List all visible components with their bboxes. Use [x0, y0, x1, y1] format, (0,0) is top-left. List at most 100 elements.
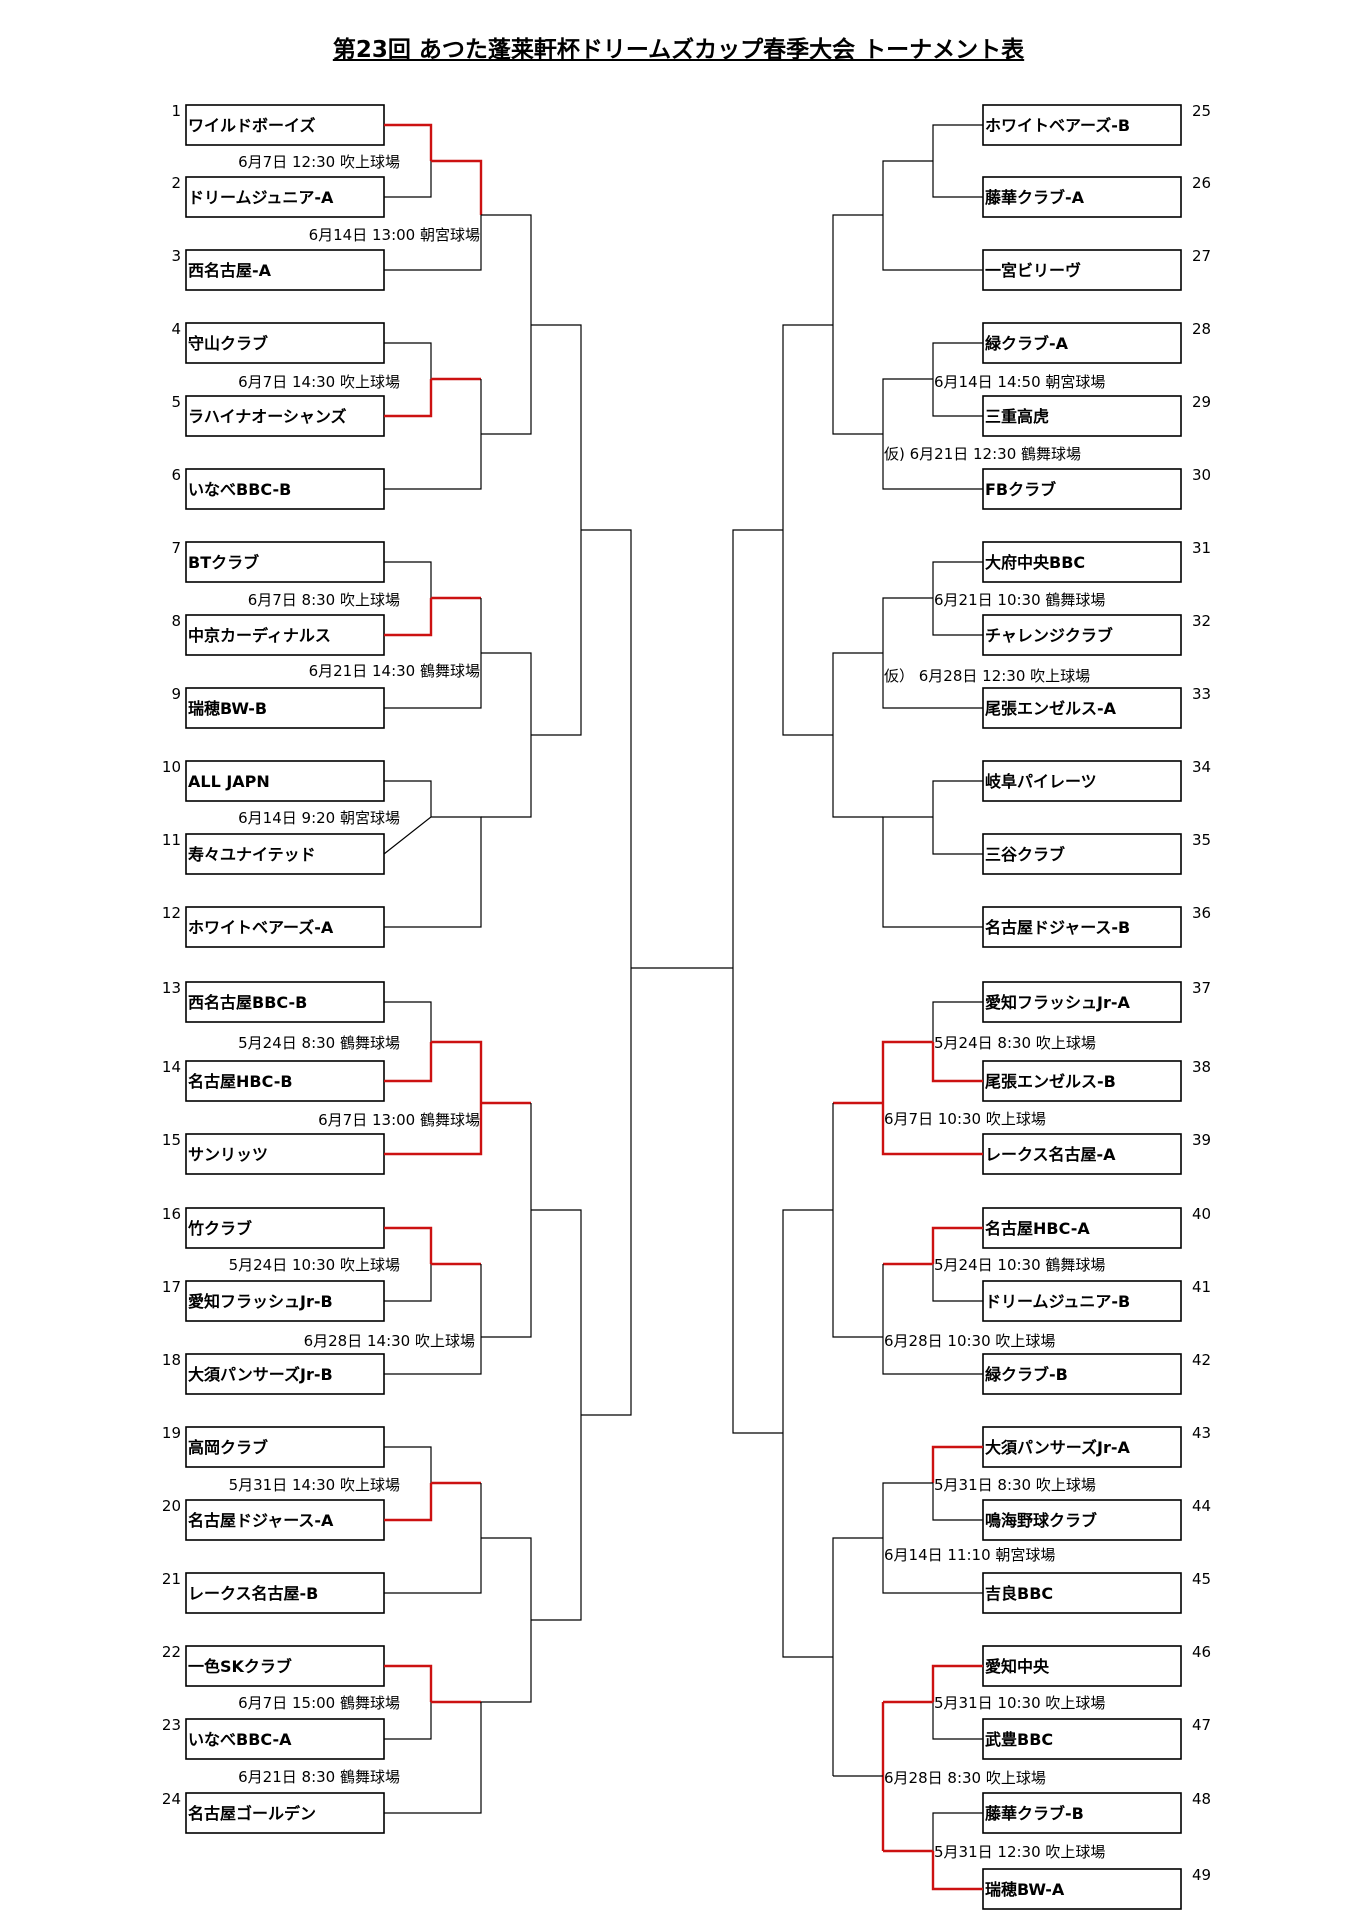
match-schedule-label: 6月28日 10:30 吹上球場 [884, 1332, 1055, 1350]
team-box [982, 1060, 1182, 1102]
seed-number: 40 [1192, 1205, 1211, 1223]
team-box [982, 906, 1182, 948]
seed-number: 45 [1192, 1570, 1211, 1588]
team-name: いなべBBC-B [188, 480, 291, 499]
bracket-line [384, 434, 482, 490]
team-entry: 名古屋HBC-A40 [982, 1205, 1211, 1249]
match-schedule-label: 6月21日 10:30 鶴舞球場 [934, 591, 1105, 609]
bracket-line [384, 1664, 433, 1702]
bracket-line [881, 1040, 983, 1156]
team-name: 緑クラブ-A [985, 334, 1069, 353]
team-name: 愛知フラッシュJr-A [985, 993, 1130, 1012]
team-entry: 愛知フラッシュJr-A37 [982, 979, 1211, 1023]
bracket-line [931, 1851, 983, 1891]
bracket-line [782, 324, 833, 736]
team-name: いなべBBC-A [188, 1730, 292, 1749]
team-box [982, 1645, 1182, 1687]
team-name: FBクラブ [985, 480, 1056, 499]
bracket-line [832, 1537, 883, 1776]
match-schedule-label: 6月28日 14:30 吹上球場 [304, 1332, 475, 1350]
seed-number: 7 [171, 539, 181, 557]
bracket-line [531, 324, 582, 736]
team-name: 大府中央BBC [985, 553, 1085, 572]
bracket-line [581, 529, 632, 1416]
team-entry: 瑞穂BW-B9 [171, 685, 385, 729]
bracket-line [832, 214, 883, 435]
team-entry: 名古屋ドジャース-A20 [162, 1497, 385, 1541]
team-entry: 緑クラブ-A28 [982, 320, 1211, 364]
seed-number: 14 [162, 1058, 181, 1076]
team-box [185, 395, 385, 437]
team-name: 竹クラブ [187, 1219, 252, 1238]
bracket-line [384, 1702, 432, 1740]
team-box [185, 981, 385, 1023]
team-name: ALL JAPN [188, 772, 270, 791]
seed-number: 25 [1192, 102, 1211, 120]
team-box [185, 760, 385, 802]
seed-number: 36 [1192, 904, 1211, 922]
seed-number: 43 [1192, 1424, 1211, 1442]
seed-number: 3 [171, 247, 181, 265]
bracket-line [384, 1702, 482, 1814]
team-box [185, 468, 385, 510]
match-schedule-label: 5月24日 8:30 吹上球場 [934, 1034, 1096, 1052]
team-entry: 武豊BBC 47 [982, 1716, 1211, 1760]
seed-number: 12 [162, 904, 181, 922]
team-name: 守山クラブ [188, 334, 268, 353]
team-name: ホワイトベアーズ-B [985, 116, 1130, 135]
bracket-line [431, 159, 483, 215]
bracket-line [384, 1226, 433, 1264]
seed-number: 34 [1192, 758, 1211, 776]
bracket-line [932, 1702, 983, 1740]
bracket-line [384, 1264, 432, 1302]
match-schedule-label: 5月24日 10:30 鶴舞球場 [934, 1256, 1105, 1274]
seed-number: 42 [1192, 1351, 1211, 1369]
team-name: ワイルドボーイズ [188, 116, 316, 135]
seed-number: 47 [1192, 1716, 1211, 1734]
match-schedule-label: 5月31日 8:30 吹上球場 [934, 1476, 1096, 1494]
team-box [185, 249, 385, 291]
team-name: 西名古屋BBC-B [188, 993, 307, 1012]
team-entry: 尾張エンゼルス-A33 [982, 685, 1211, 729]
team-name: ホワイトベアーズ-A [188, 918, 334, 937]
team-name: 尾張エンゼルス-B [985, 1072, 1116, 1091]
match-schedule-label: 仮) 6月21日 12:30 鶴舞球場 [884, 445, 1081, 463]
team-box [185, 322, 385, 364]
team-name: 名古屋ドジャース-A [188, 1511, 334, 1530]
bracket-line [932, 124, 983, 198]
bracket-line [531, 1209, 582, 1621]
seed-number: 27 [1192, 247, 1211, 265]
team-name: 西名古屋-A [188, 261, 272, 280]
team-name: 一色SKクラブ [188, 1657, 292, 1676]
team-name: 武豊BBC [985, 1730, 1053, 1749]
team-box [982, 104, 1182, 146]
team-box [982, 1353, 1182, 1395]
match-schedule-label: 6月7日 10:30 吹上球場 [884, 1110, 1046, 1128]
team-entry: ホワイトベアーズ-A 12 [162, 904, 385, 948]
team-box [185, 1645, 385, 1687]
team-box [982, 249, 1182, 291]
seed-number: 24 [162, 1790, 181, 1808]
bracket-line [882, 1264, 983, 1375]
team-box [982, 687, 1182, 729]
team-name: レークス名古屋-A [985, 1145, 1116, 1164]
team-box [982, 541, 1182, 583]
team-box [185, 1353, 385, 1395]
team-box [982, 760, 1182, 802]
team-name: ドリームジュニア-B [985, 1292, 1130, 1311]
match-schedule-label: 6月28日 8:30 吹上球場 [884, 1769, 1046, 1787]
bracket-line [383, 780, 432, 855]
match-schedule-label: 6月7日 14:30 吹上球場 [238, 373, 400, 391]
team-entry: 緑クラブ-B42 [982, 1351, 1211, 1395]
bracket-line [384, 161, 432, 198]
team-box [185, 1718, 385, 1760]
team-name: 吉良BBC [985, 1584, 1053, 1603]
